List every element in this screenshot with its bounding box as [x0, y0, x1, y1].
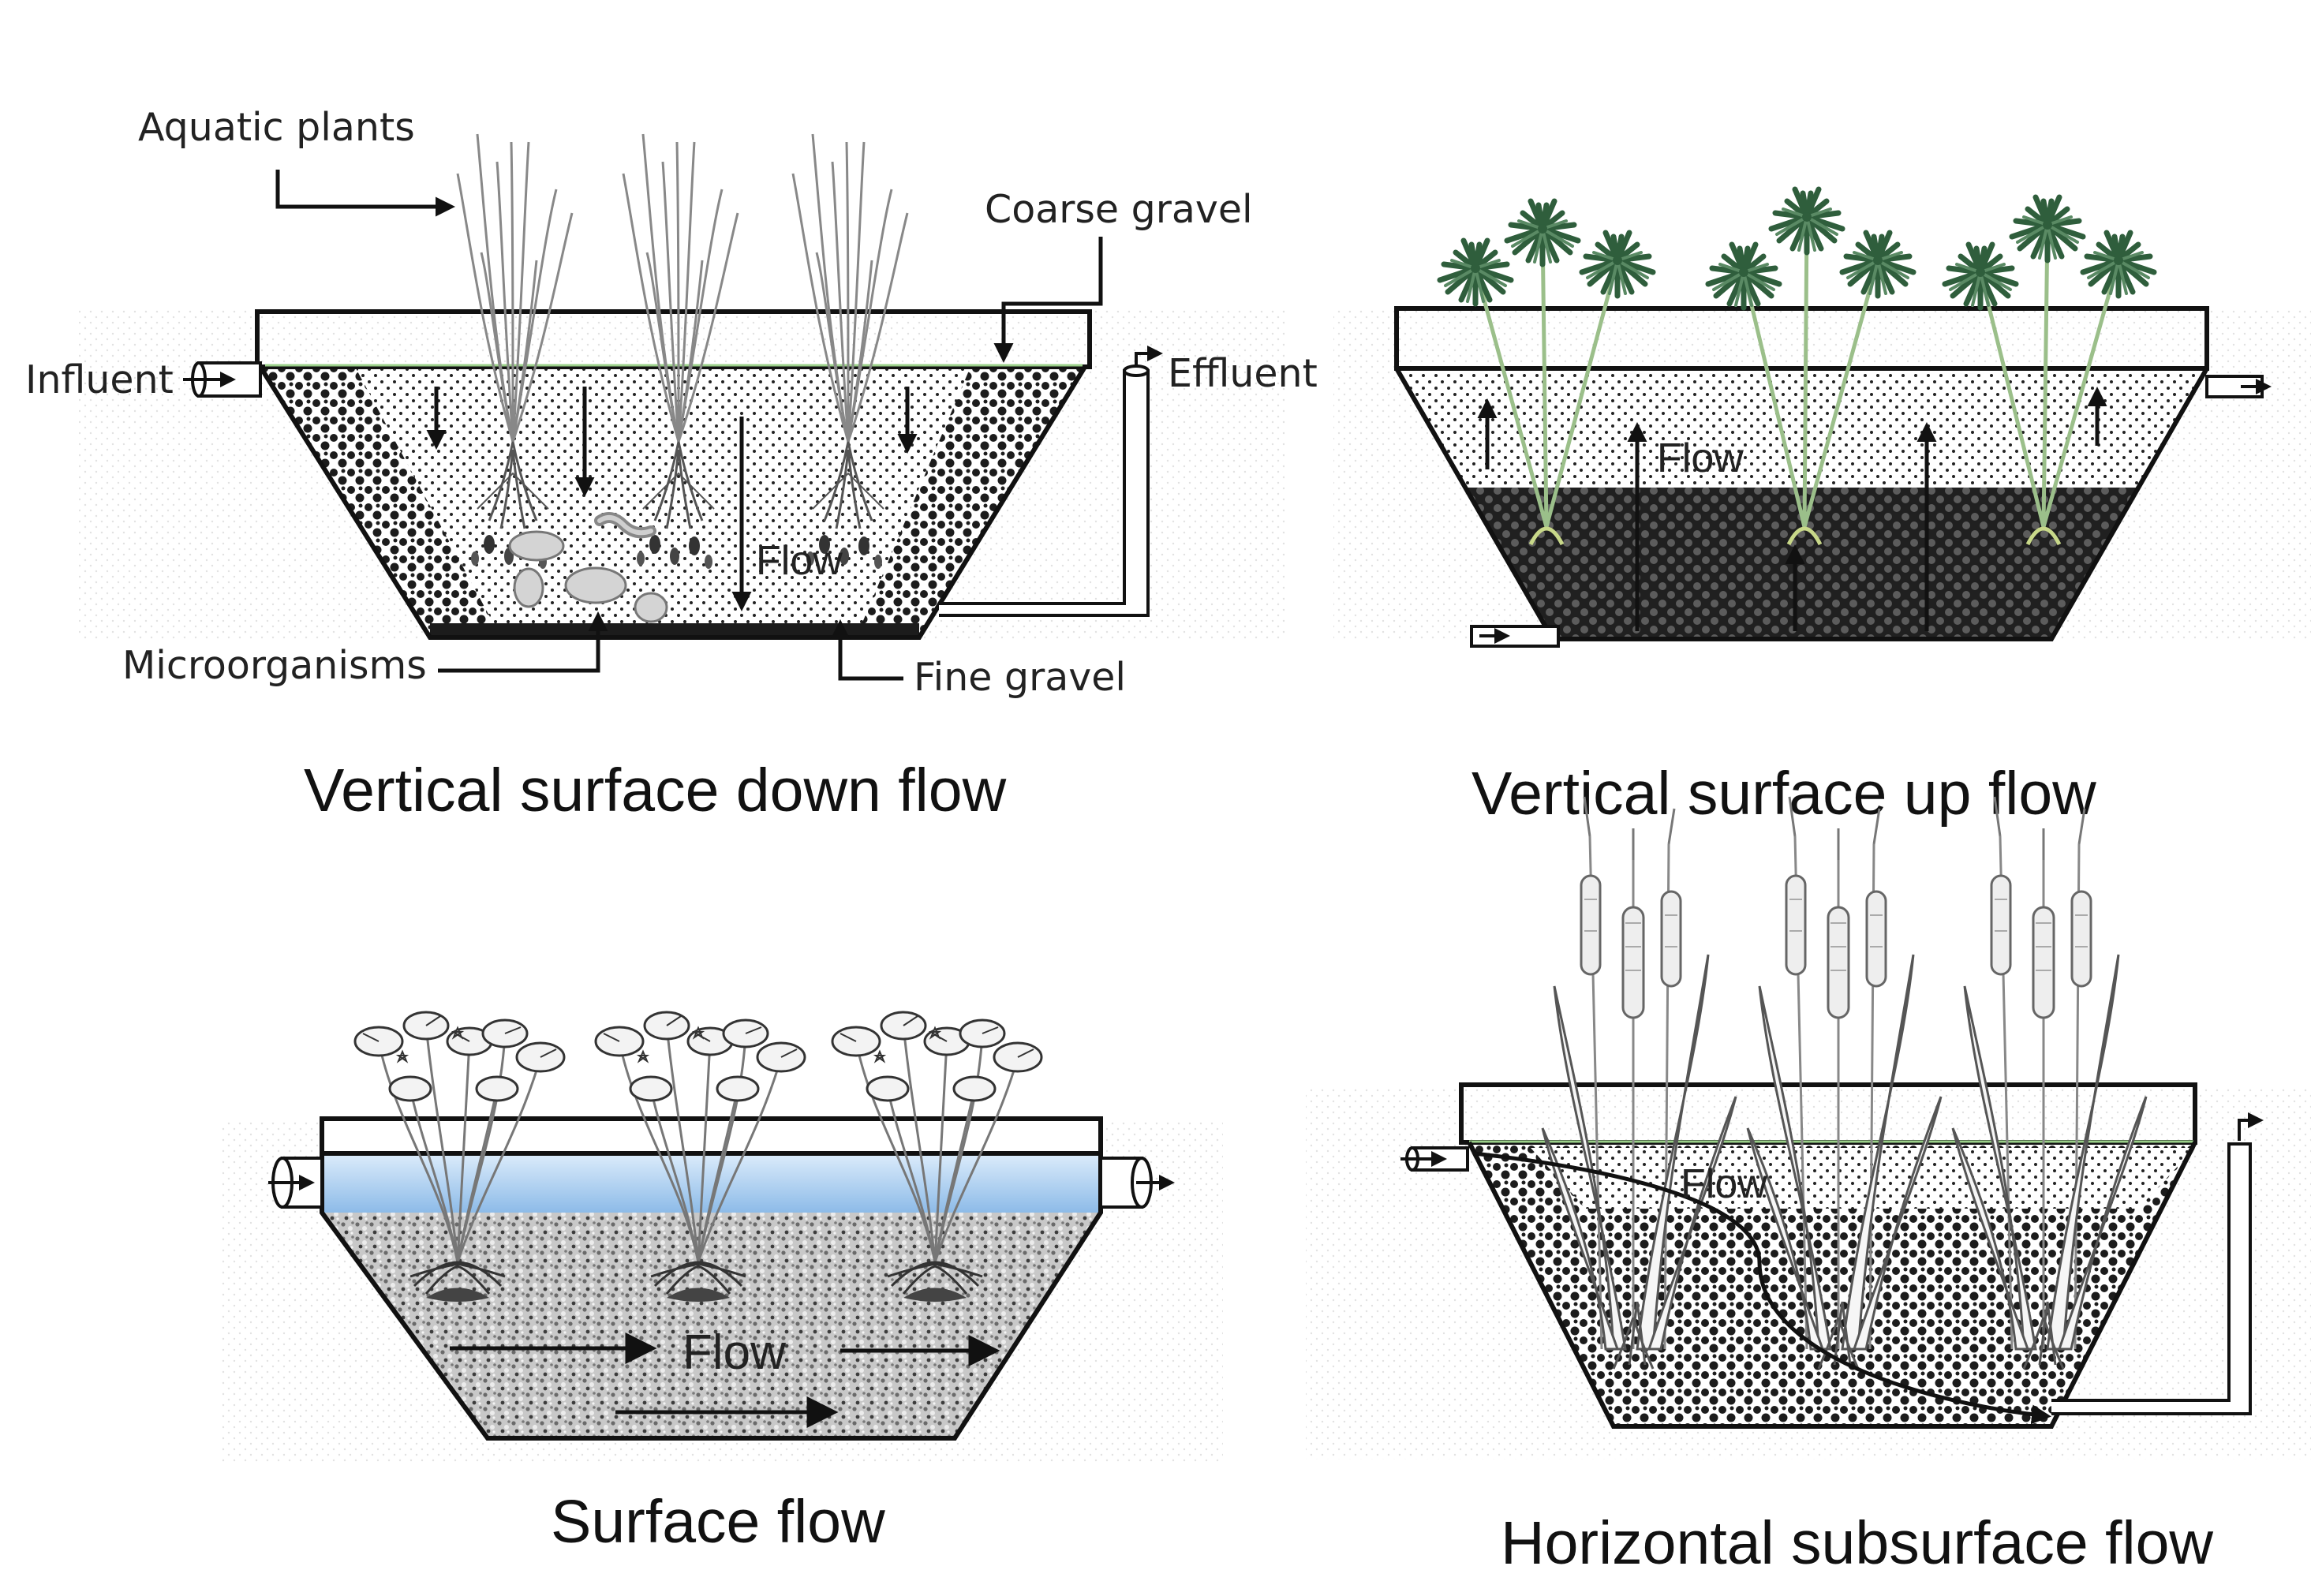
panel-up-flow: Flow Vertical surface up flow	[1333, 189, 2311, 828]
microorganism-icon	[508, 512, 668, 623]
inlet-pipe-bottom	[1470, 625, 1560, 648]
coarse-gravel-right	[856, 367, 1085, 637]
flow-arrows-down	[426, 387, 918, 611]
outlet-pipe	[2051, 1112, 2264, 1415]
basin-floor-gravel	[430, 623, 919, 637]
panel-title-down: Vertical surface down flow	[304, 757, 1007, 824]
flow-label: Flow	[1657, 435, 1744, 481]
papyrus-plant-icon	[2083, 233, 2154, 296]
microorganisms-label: Microorganisms	[122, 643, 427, 688]
influent-pipe	[183, 361, 262, 398]
outlet-pipe	[2205, 375, 2272, 398]
influent-label: Influent	[25, 357, 174, 402]
sand-layer	[1531, 1148, 2195, 1209]
basin-walls	[1467, 1141, 2197, 1429]
outlet-pipe	[1099, 1157, 1175, 1209]
papyrus-plant-icon	[1582, 233, 1653, 296]
panel-title-horizontal: Horizontal subsurface flow	[1501, 1509, 2213, 1577]
papyrus-plant-icon	[1771, 189, 1842, 252]
basin-walls	[1394, 367, 2209, 641]
flow-label: Flow	[682, 1325, 786, 1380]
flow-label: Flow	[1681, 1161, 1767, 1207]
basin-top-rim	[1394, 306, 2209, 371]
inlet-pipe	[1400, 1146, 1469, 1172]
basin-walls	[258, 365, 1087, 640]
panel-title-up: Vertical surface up flow	[1471, 760, 2096, 828]
papyrus-plant-icon	[2012, 197, 2083, 260]
aquatic-plants-label: Aquatic plants	[138, 105, 415, 150]
water-zone	[1397, 368, 2207, 488]
panel-down-flow: Flow Influent Effluent Aquatic plants Co…	[25, 105, 1318, 824]
panel-surface-flow: Flow Surface flow	[221, 1011, 1223, 1556]
coarse-gravel-label: Coarse gravel	[985, 187, 1253, 232]
fine-gravel-label: Fine gravel	[914, 655, 1126, 700]
gravel-bed	[1469, 1142, 2195, 1426]
papyrus-plant-icon	[1507, 201, 1578, 264]
flow-arrows-up	[1477, 387, 2107, 631]
coarse-gravel-left	[260, 367, 501, 637]
flow-path-arrow	[1473, 1151, 2051, 1425]
panel-title-surface: Surface flow	[551, 1488, 885, 1556]
papyrus-plant-icon	[1945, 245, 2016, 308]
papyrus-plant-icon	[1842, 233, 1913, 296]
gravel-bed	[322, 1209, 1101, 1438]
papyrus-plant-icon	[1708, 245, 1779, 308]
papyrus-plant-icon	[1440, 241, 1511, 304]
flow-arrows-horizontal	[450, 1332, 1000, 1428]
effluent-label: Effluent	[1168, 351, 1318, 396]
panel-horizontal-flow: Flow Horizontal subsurface flow	[1306, 795, 2311, 1577]
flow-label: Flow	[756, 538, 843, 584]
effluent-pipe	[939, 346, 1163, 617]
papyrus-stems	[1473, 216, 2121, 546]
inlet-pipe	[268, 1157, 323, 1209]
